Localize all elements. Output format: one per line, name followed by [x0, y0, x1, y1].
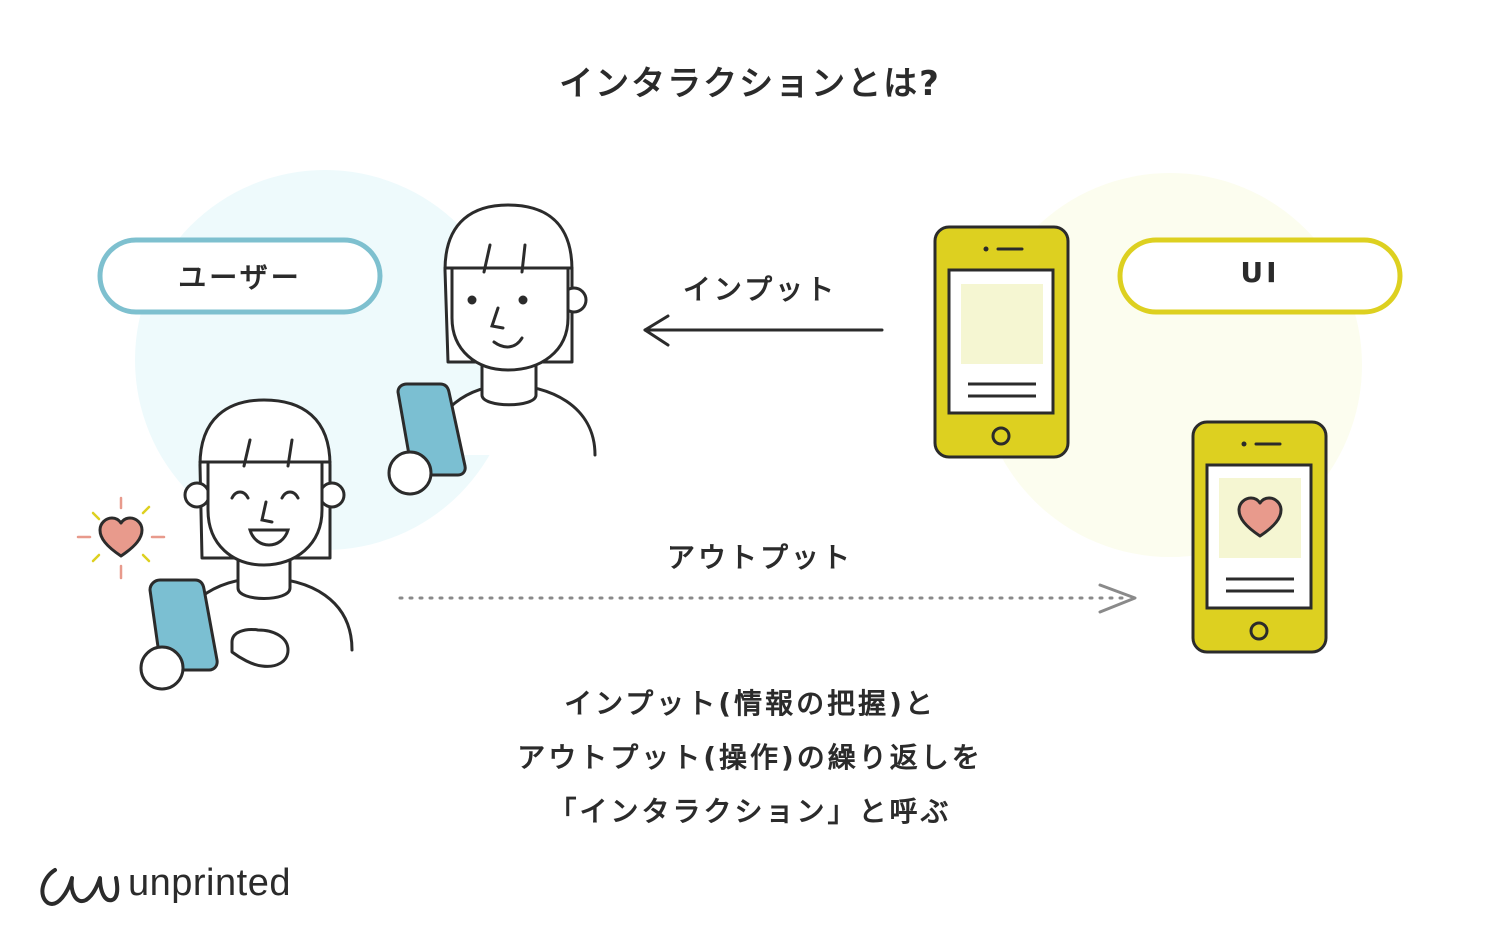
- input-arrow-label: インプット: [682, 273, 838, 306]
- output-arrow-label: アウトプット: [666, 541, 853, 574]
- held-phone-top: [387, 382, 467, 496]
- heart-icon: [98, 516, 144, 558]
- heart-icon: [1237, 496, 1283, 538]
- user-label: ユーザー: [178, 261, 302, 294]
- ui-pill: [1117, 237, 1403, 315]
- person-icon: [173, 398, 354, 652]
- person-icon: [428, 203, 597, 457]
- caption-line-1: インプット(情報の把握)と: [564, 687, 936, 720]
- page-title: インタラクションとは?: [559, 64, 941, 104]
- smartphone-icon: [933, 225, 1070, 459]
- caption-line-2: アウトプット(操作)の繰り返しを: [517, 741, 983, 774]
- caption-line-3: 「インタラクション」と呼ぶ: [548, 795, 952, 828]
- output-arrow: [398, 583, 1137, 614]
- input-arrow: [643, 314, 884, 347]
- unprinted-logo-icon: [40, 868, 120, 906]
- person-face-bottom: [230, 490, 300, 547]
- brand-name: unprinted: [128, 862, 291, 904]
- held-phone-bottom: [139, 578, 290, 691]
- sparkle-lines: [76, 496, 166, 580]
- person-face-top: [467, 295, 528, 349]
- ui-label: UI: [1240, 256, 1280, 289]
- user-pill: [97, 237, 383, 315]
